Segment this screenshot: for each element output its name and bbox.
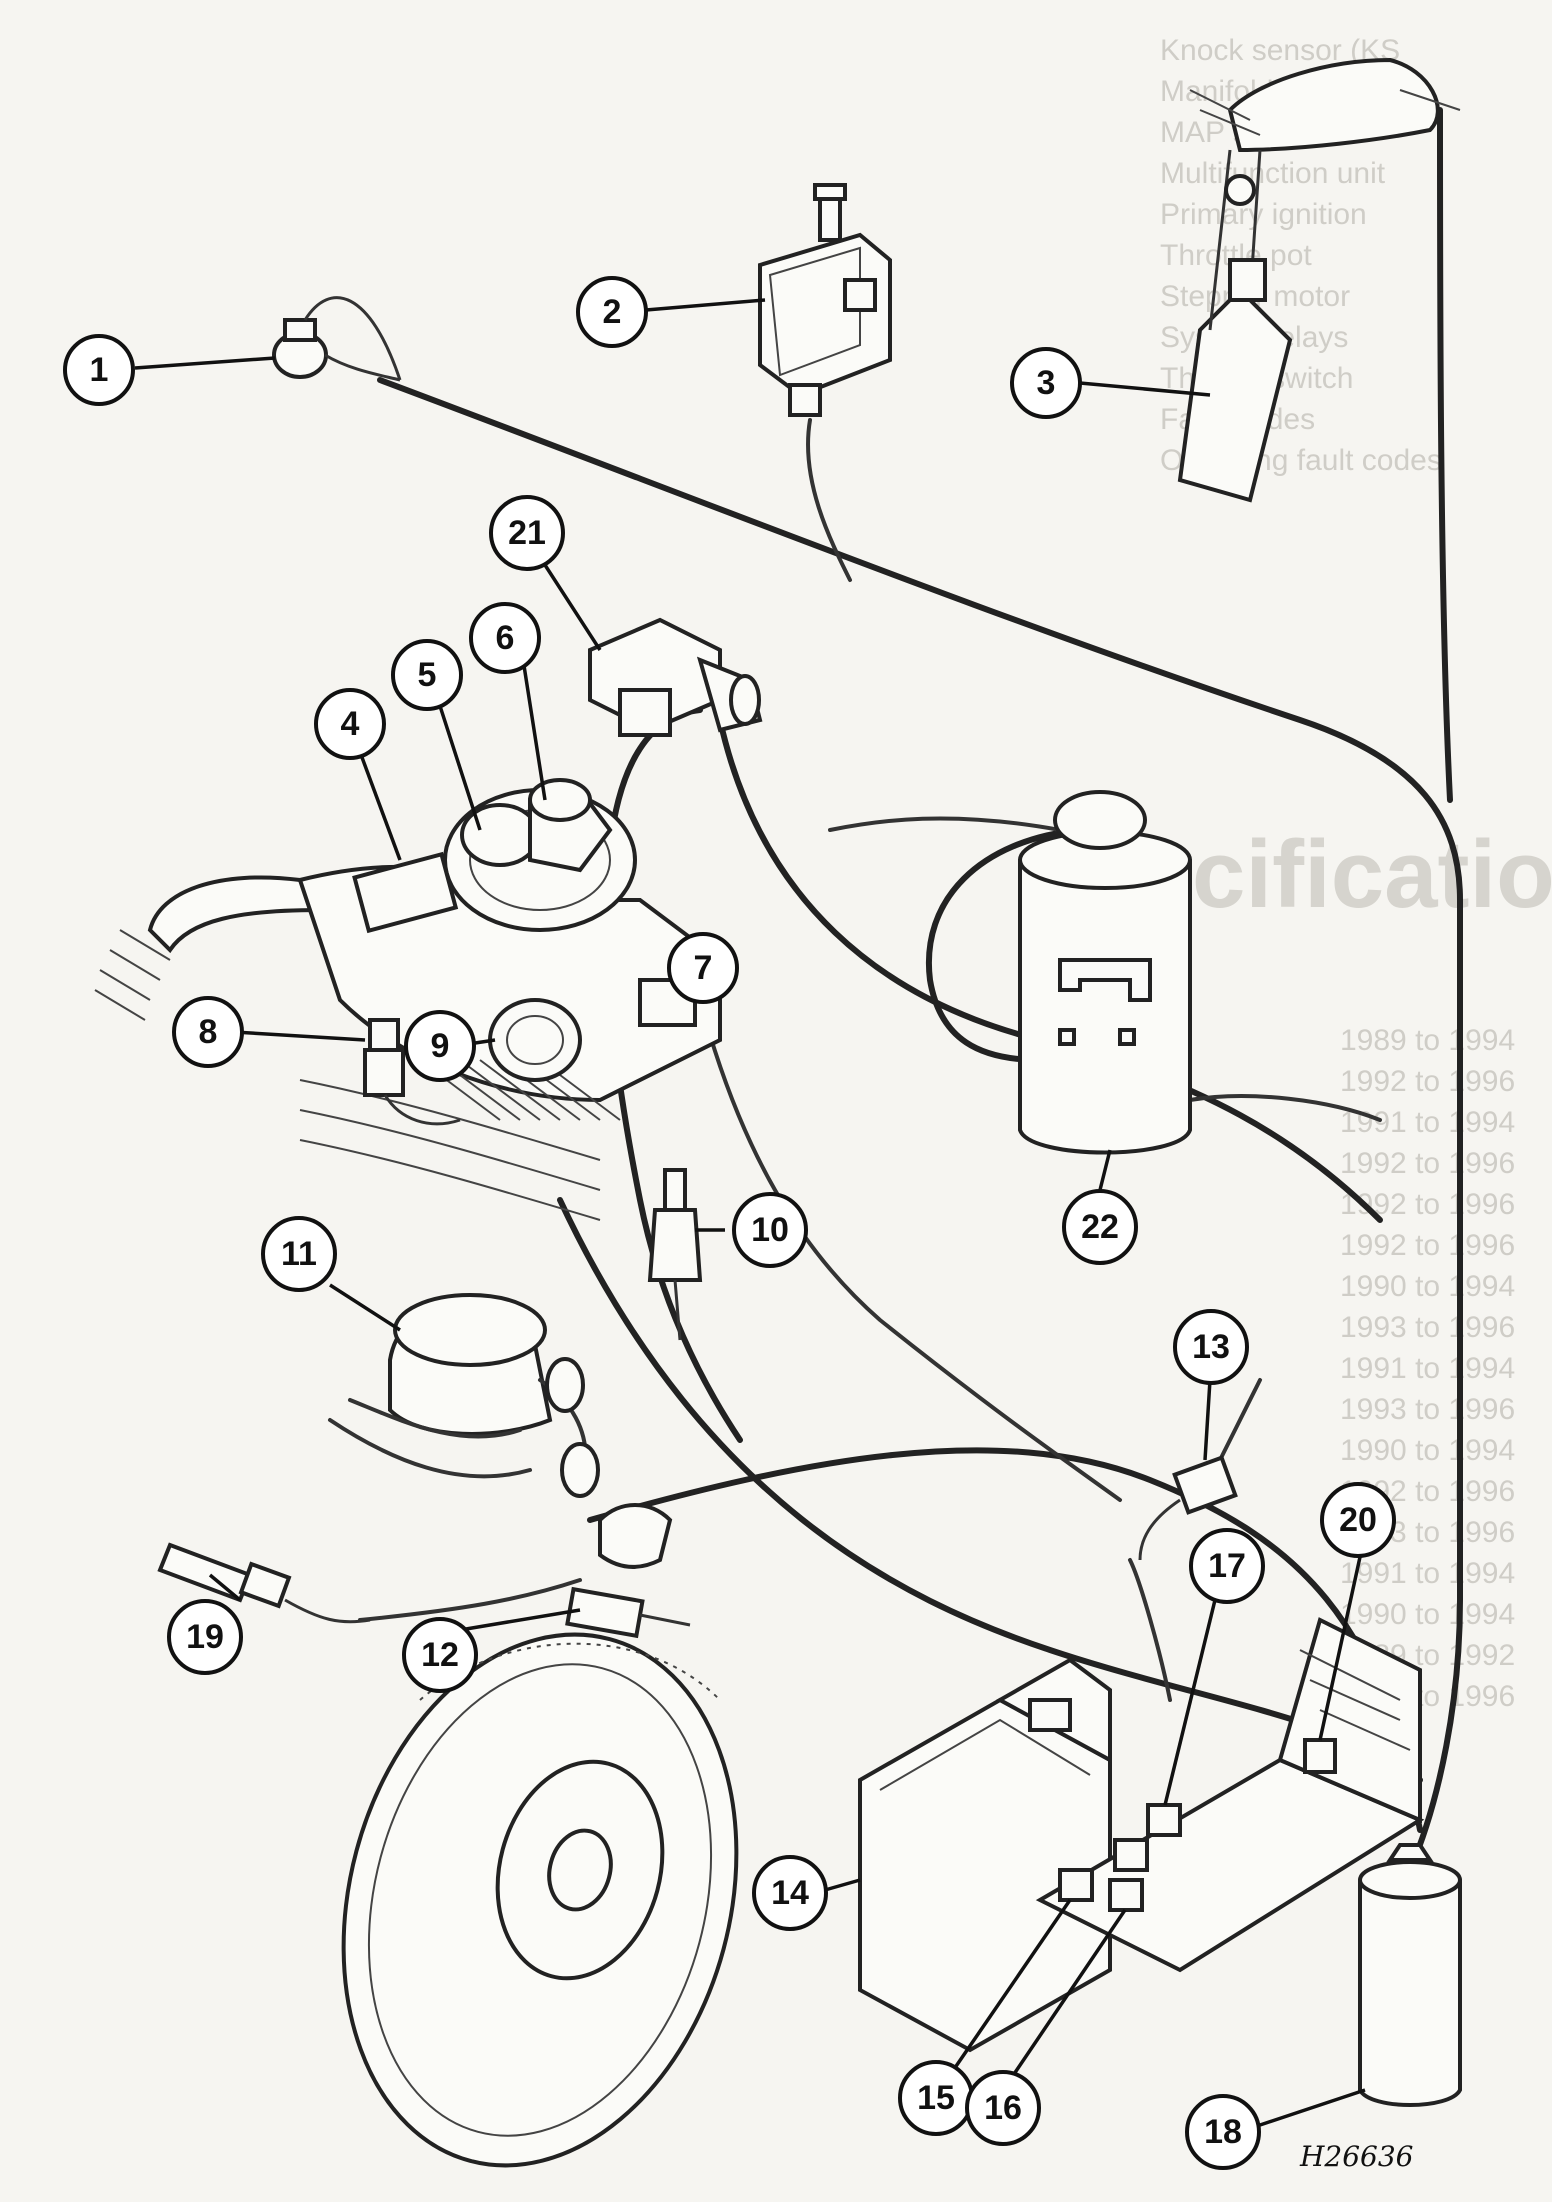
- vacuum-hose-left: [603, 707, 743, 1443]
- component-16-relay: [1108, 1878, 1144, 1912]
- harness-center-run: [698, 998, 1122, 1502]
- callout-7: 7: [667, 932, 739, 1004]
- component-10-temp-sender: [647, 1168, 703, 1341]
- callout-17: 17: [1189, 1528, 1265, 1604]
- svg-text:20: 20: [1339, 1501, 1377, 1539]
- svg-text:5: 5: [418, 656, 437, 694]
- harness-lambda-lead: [358, 1578, 582, 1622]
- relay-bracket: [1035, 1617, 1425, 1973]
- svg-text:17: 17: [1208, 1547, 1246, 1585]
- callout-22: 22: [1062, 1189, 1138, 1265]
- component-13-sensor: [1138, 1455, 1238, 1561]
- callout-16: 16: [965, 2070, 1041, 2146]
- throttle-body-assembly: [94, 778, 722, 1221]
- svg-text:9: 9: [431, 1027, 450, 1065]
- component-2-module: [758, 183, 892, 417]
- component-22-charcoal-canister: [1018, 790, 1192, 1155]
- svg-text:4: 4: [341, 705, 360, 743]
- callout-14: 14: [752, 1855, 828, 1931]
- callout-10: 10: [732, 1192, 808, 1268]
- svg-text:8: 8: [199, 1013, 218, 1051]
- callout-5: 5: [391, 639, 463, 711]
- component-14-ecu: [858, 1657, 1112, 2053]
- callout-21: 21: [489, 495, 565, 571]
- harness-module-lead: [806, 418, 852, 582]
- component-4-throttle-pot: [352, 851, 459, 934]
- callout-20: 20: [1320, 1482, 1396, 1558]
- svg-text:2: 2: [603, 293, 622, 331]
- callout-4: 4: [314, 688, 386, 760]
- callout-8: 8: [172, 996, 244, 1068]
- callout-2: 2: [576, 276, 648, 348]
- svg-text:11: 11: [281, 1235, 317, 1273]
- svg-text:13: 13: [1192, 1328, 1230, 1366]
- component-9-sensor: [488, 998, 582, 1082]
- component-11-distributor: [328, 1293, 600, 1498]
- callout-11: 11: [261, 1216, 337, 1292]
- svg-text:18: 18: [1204, 2113, 1242, 2151]
- component-12-crank-sensor: [565, 1503, 691, 1639]
- component-21-purge-valve: [588, 617, 763, 737]
- svg-text:1: 1: [90, 351, 109, 389]
- component-18-canister-small: [1358, 1843, 1462, 2107]
- component-1-sensor: [272, 296, 402, 382]
- callout-3: 3: [1010, 347, 1082, 419]
- svg-text:7: 7: [694, 949, 713, 987]
- callout-13: 13: [1173, 1309, 1249, 1385]
- component-20-connector: [1303, 1738, 1337, 1774]
- vacuum-hose-canister-loop: [925, 827, 1083, 1063]
- component-3-fuel-pump: [1177, 57, 1461, 503]
- callout-12: 12: [402, 1617, 478, 1693]
- svg-text:14: 14: [771, 1874, 809, 1912]
- component-8-sensor: [363, 1018, 461, 1126]
- harness-fuel-pump-run: [1437, 107, 1453, 803]
- svg-text:12: 12: [421, 1636, 459, 1674]
- svg-text:3: 3: [1037, 364, 1056, 402]
- callout-18: 18: [1185, 2094, 1261, 2170]
- vacuum-hose-canister-outlet: [1188, 1094, 1382, 1122]
- callout-19: 19: [167, 1599, 243, 1675]
- flywheel: [341, 1632, 739, 2168]
- svg-text:16: 16: [984, 2089, 1022, 2127]
- background-year-column: 1989 to 1994 1992 to 1996 1991 to 1994 1…: [1340, 1024, 1516, 1713]
- drawing-reference-code: H26636: [1300, 2140, 1414, 2173]
- harness-relay-lead: [1128, 1558, 1172, 1702]
- callout-9: 9: [404, 1010, 476, 1082]
- svg-text:21: 21: [508, 514, 546, 552]
- svg-text:15: 15: [917, 2079, 955, 2117]
- component-15-relay: [1058, 1868, 1094, 1902]
- callout-1: 1: [63, 334, 135, 406]
- callout-15: 15: [898, 2060, 974, 2136]
- component-17-relay: [1146, 1803, 1182, 1837]
- vacuum-hose-purge: [828, 816, 1062, 832]
- harness-main-run: [377, 377, 1463, 1873]
- svg-text:22: 22: [1081, 1208, 1119, 1246]
- callout-6: 6: [469, 602, 541, 674]
- svg-text:6: 6: [496, 619, 515, 657]
- svg-text:10: 10: [751, 1211, 789, 1249]
- svg-text:19: 19: [186, 1618, 224, 1656]
